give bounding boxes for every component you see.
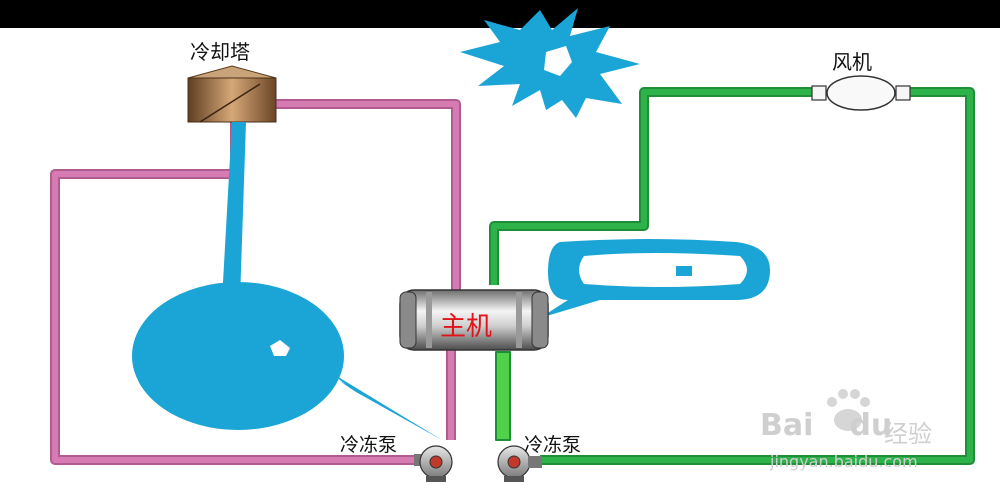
fan-label: 风机 — [832, 50, 872, 74]
watermark-url: jingyan.baidu.com — [770, 452, 918, 471]
starburst-decoration — [460, 8, 640, 118]
cooling-tower-label: 冷却塔 — [190, 40, 250, 64]
pump-left — [414, 445, 453, 482]
baidu-paw-icon — [827, 389, 870, 431]
pump-right-label: 冷冻泵 — [524, 434, 582, 456]
callout-bubble-right — [540, 239, 770, 318]
fan-unit — [811, 75, 911, 111]
top-black-bar — [0, 0, 1000, 28]
main-unit-tank — [399, 289, 549, 351]
callout-bubble-left — [132, 122, 442, 440]
green-pipe-loop — [489, 87, 975, 465]
pump-left-label: 冷冻泵 — [340, 434, 398, 456]
main-unit-label: 主机 — [440, 312, 493, 342]
watermark-brand-cn: 经验 — [884, 420, 932, 448]
pump-right — [497, 445, 542, 482]
cooling-tower — [187, 65, 277, 123]
